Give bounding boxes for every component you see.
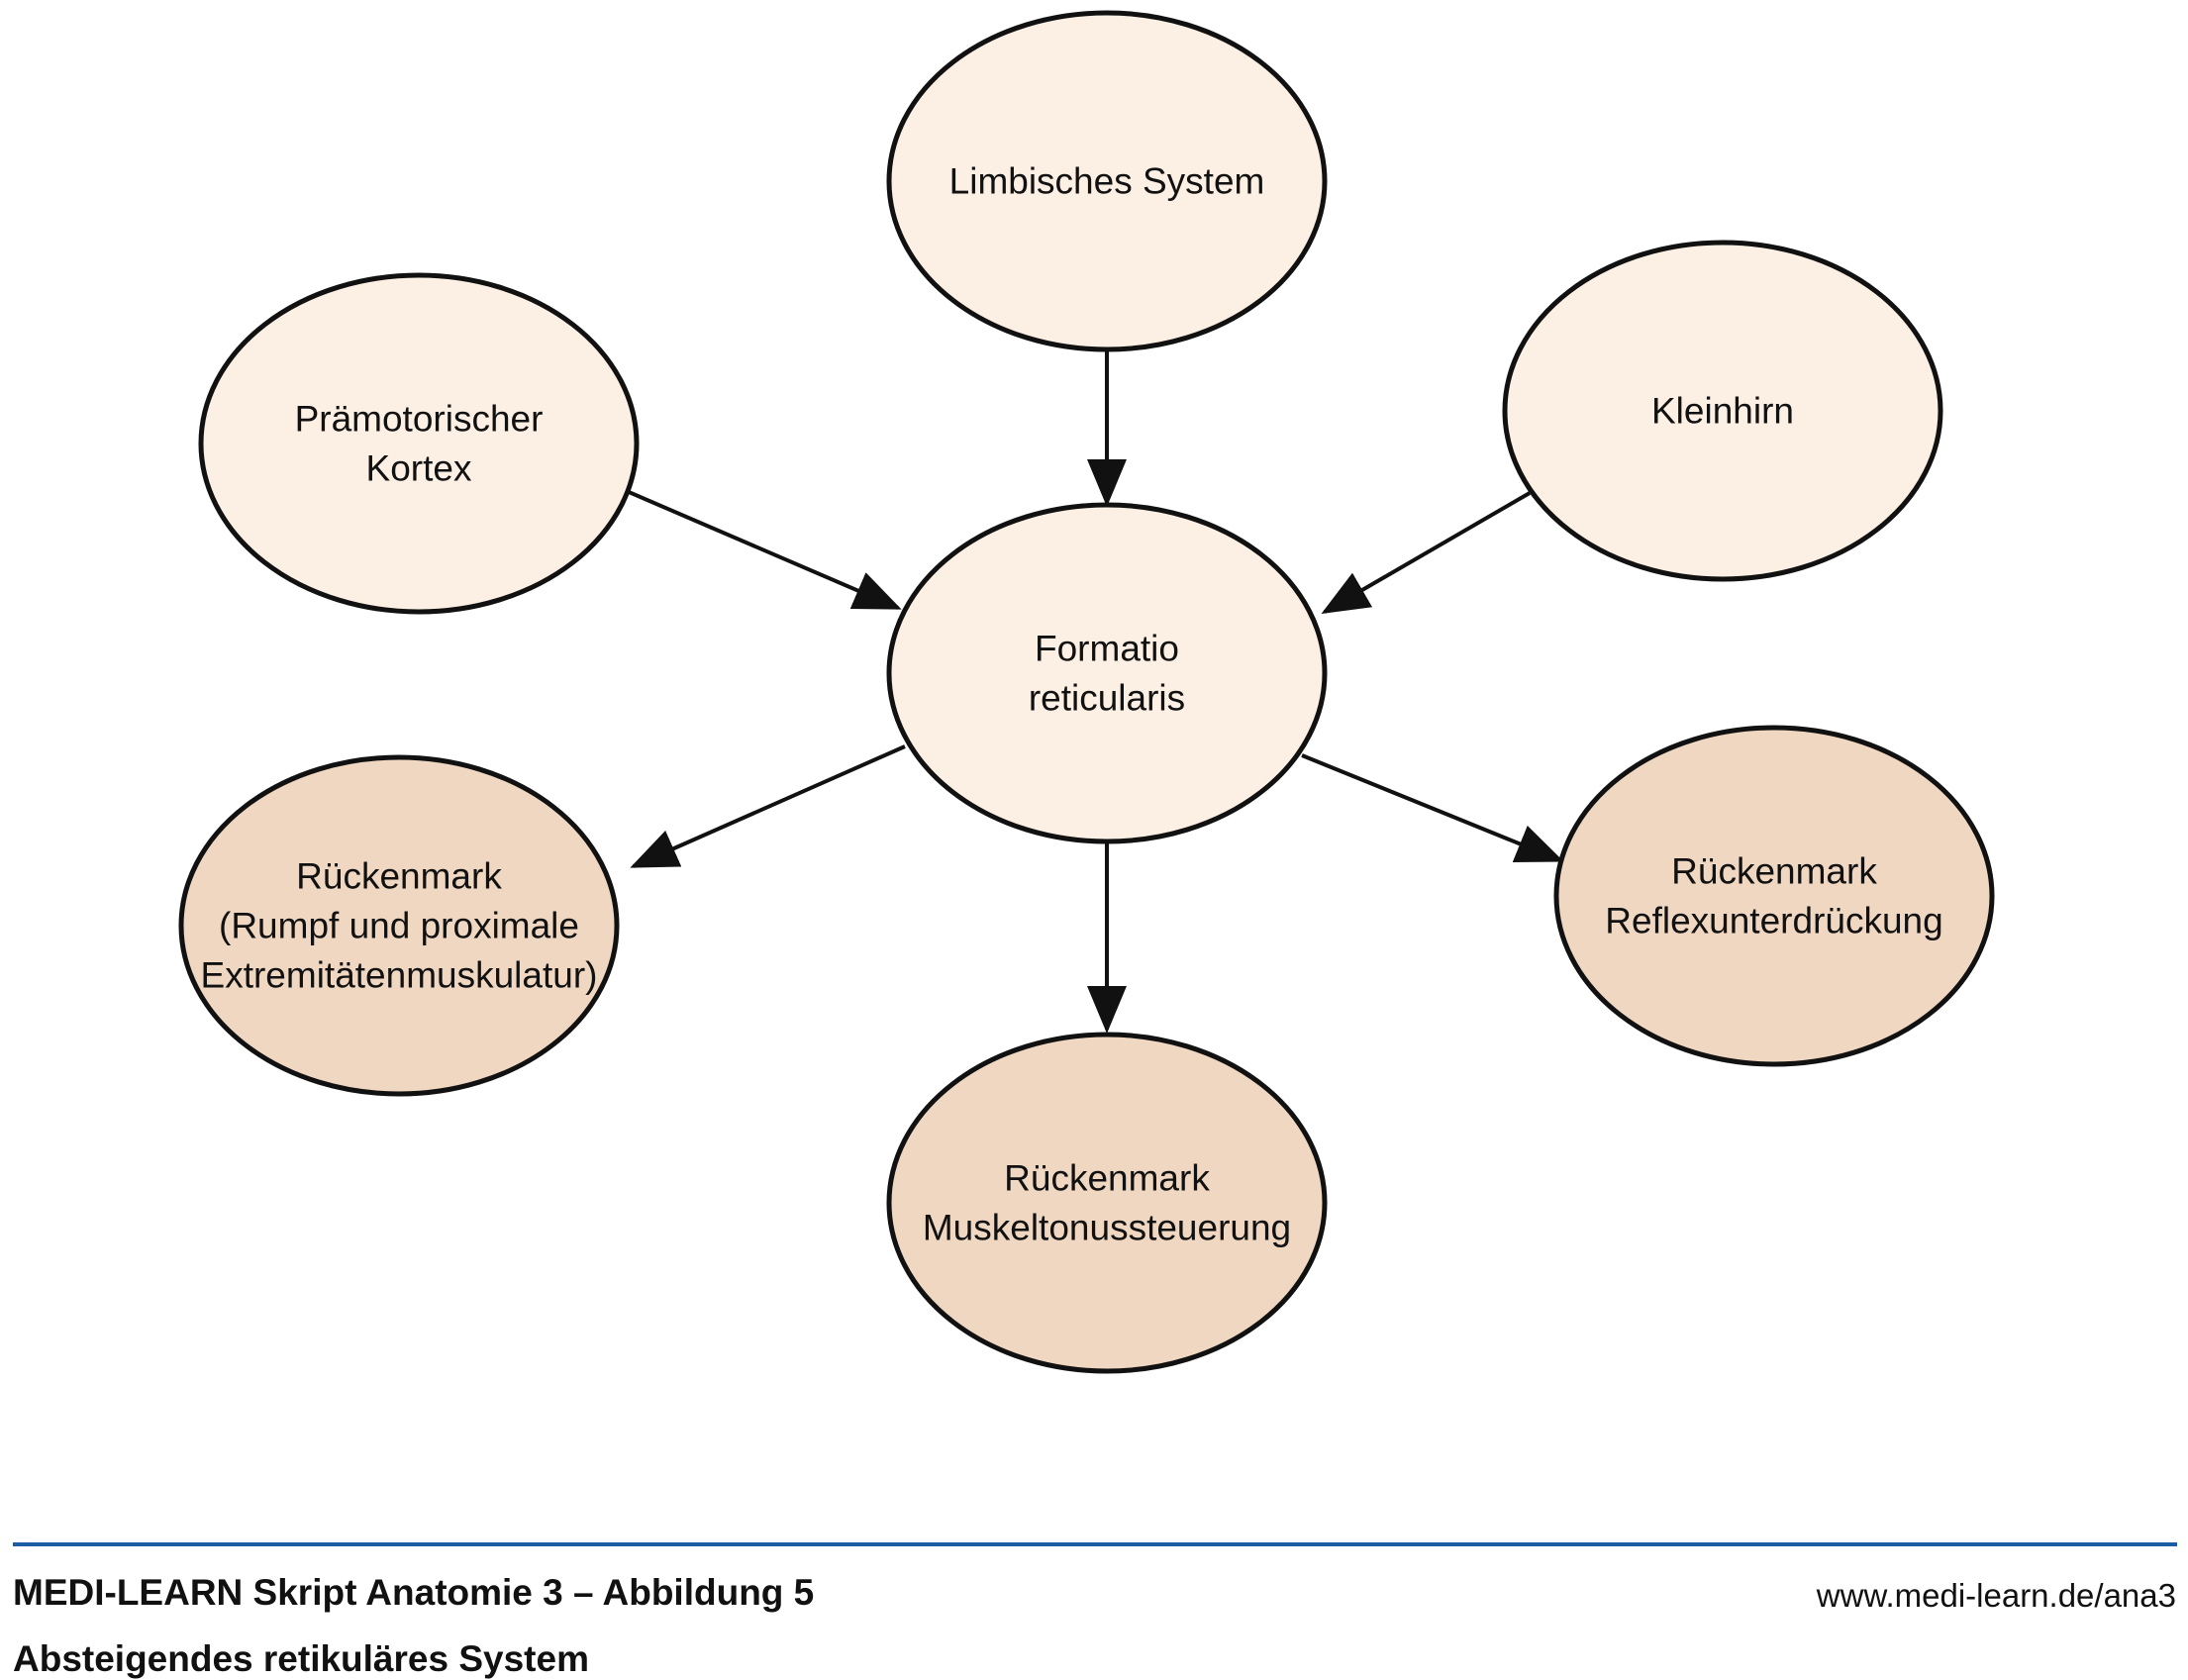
node-kleinhirn: Kleinhirn (1502, 240, 1943, 582)
node-rm_rumpf-label-1: (Rumpf und proximale (219, 906, 579, 946)
node-rm_rumpf-ellipse (178, 754, 620, 1097)
node-formatio-ellipse (886, 502, 1328, 844)
node-rm_tonus-label-0: Rückenmark (1004, 1158, 1210, 1199)
node-rm_tonus-label-1: Muskeltonussteuerung (923, 1208, 1291, 1248)
node-rm_rumpf: Rückenmark (Rumpf und proximaleExtremität… (178, 754, 620, 1097)
node-formatio: Formatio reticularis (886, 502, 1328, 844)
node-rm_reflex-label-1: Reflexunterdrückung (1605, 901, 1942, 941)
node-limbisch: Limbisches System (886, 10, 1328, 352)
node-limbisch-ellipse (886, 10, 1328, 352)
edges-layer (628, 351, 1564, 1034)
node-kleinhirn-ellipse (1502, 240, 1943, 582)
node-rm_reflex-ellipse (1553, 725, 1995, 1067)
node-rm_tonus-ellipse (886, 1032, 1328, 1374)
arrow-praemotorisch-to-formatio (628, 490, 902, 610)
node-praemotorisch-label-1: Kortex (366, 448, 472, 489)
footer-title: MEDI-LEARN Skript Anatomie 3 – Abbildung… (13, 1572, 815, 1613)
node-praemotorisch-label-0: Prämotorischer (295, 399, 544, 440)
footer-subtitle: Absteigendes retikuläres System (13, 1638, 589, 1679)
arrow-formatio-to-rm_reflex (1301, 753, 1564, 862)
arrow-kleinhirn-to-formatio (1321, 491, 1532, 615)
node-formatio-label-1: reticularis (1029, 678, 1185, 719)
node-formatio-label-0: Formatio (1035, 629, 1179, 669)
node-rm_rumpf-label-2: Extremitätenmuskulatur) (201, 955, 598, 996)
footer-url-link[interactable]: www.medi-learn.de/ana3 (1816, 1577, 2176, 1614)
node-rm_reflex-label-0: Rückenmark (1671, 851, 1877, 892)
node-kleinhirn-label-0: Kleinhirn (1651, 391, 1794, 432)
node-rm_rumpf-label-0: Rückenmark (296, 856, 502, 897)
arrow-formatio-to-rm_rumpf (630, 744, 906, 868)
node-praemotorisch-ellipse (198, 272, 640, 615)
footer-rule (13, 1542, 2177, 1546)
node-limbisch-label-0: Limbisches System (949, 161, 1265, 202)
